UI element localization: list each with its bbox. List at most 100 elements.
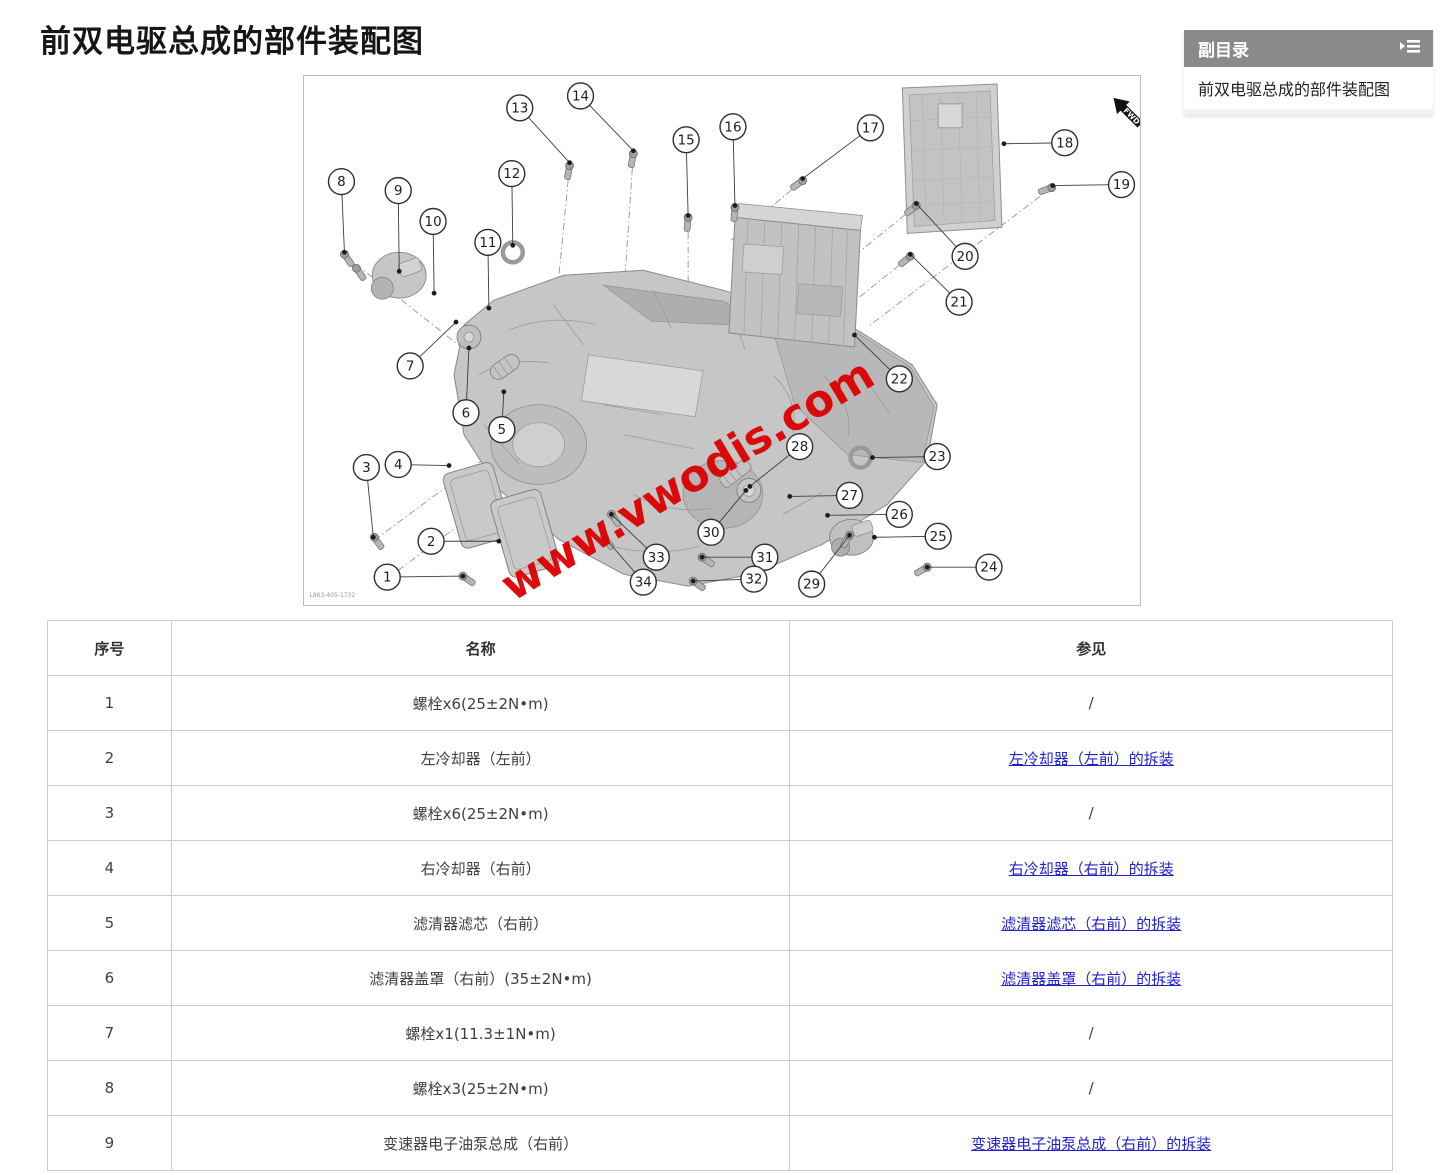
- cell-see: /: [789, 1060, 1393, 1116]
- cell-no: 5: [47, 895, 172, 951]
- callout-17: 17: [800, 114, 885, 182]
- svg-text:16: 16: [724, 120, 741, 135]
- svg-text:34: 34: [635, 576, 652, 591]
- svg-text:1: 1: [383, 571, 392, 586]
- callout-34: 34: [602, 534, 657, 596]
- callout-16: 16: [719, 113, 747, 208]
- callout-6: 6: [452, 345, 480, 427]
- svg-text:14: 14: [572, 90, 589, 105]
- cell-name: 右冷却器（右前）: [170, 840, 791, 896]
- svg-text:20: 20: [957, 250, 974, 265]
- cell-name: 螺栓x1(11.3±1N•m): [170, 1005, 791, 1061]
- callout-26: 26: [825, 500, 913, 528]
- callout-22: 22: [852, 332, 913, 393]
- filter-cartridge: [489, 353, 520, 380]
- svg-text:31: 31: [756, 551, 773, 566]
- callout-3: 3: [352, 453, 380, 540]
- callout-30: 30: [697, 488, 749, 546]
- see-also-link[interactable]: 滤清器滤芯（右前）的拆装: [1001, 914, 1182, 933]
- svg-text:15: 15: [678, 133, 695, 148]
- svg-text:26: 26: [891, 508, 908, 523]
- cell-see: /: [789, 785, 1393, 841]
- fwd-arrow-icon: FWD: [1113, 97, 1140, 128]
- see-also-link[interactable]: 左冷却器（左前）的拆装: [1008, 749, 1174, 768]
- callout-25: 25: [872, 522, 952, 550]
- cell-see: 变速器电子油泵总成（右前）的拆装: [789, 1115, 1393, 1171]
- sub-toc-panel: 副目录 前双电驱总成的部件装配图: [1184, 30, 1433, 115]
- callout-29: 29: [798, 532, 852, 598]
- callout-5: 5: [488, 389, 516, 444]
- callout-12: 12: [498, 159, 526, 248]
- callout-21: 21: [907, 251, 973, 316]
- cell-no: 1: [47, 675, 172, 731]
- svg-text:7: 7: [406, 359, 415, 374]
- svg-text:9: 9: [394, 184, 403, 199]
- cell-no: 4: [47, 840, 172, 896]
- callout-23: 23: [870, 442, 951, 471]
- cell-no: 3: [47, 785, 172, 841]
- callout-9: 9: [384, 176, 412, 274]
- svg-text:13: 13: [511, 101, 528, 116]
- sub-toc-header: 副目录: [1184, 30, 1433, 67]
- svg-text:4: 4: [394, 458, 403, 473]
- callout-14: 14: [566, 82, 636, 154]
- callout-11: 11: [474, 228, 502, 311]
- see-also-link[interactable]: 滤清器盖罩（右前）的拆装: [1001, 969, 1182, 988]
- indented-list-icon[interactable]: [1399, 37, 1421, 60]
- svg-text:8: 8: [337, 175, 346, 190]
- callout-20: 20: [913, 201, 979, 270]
- col-header-no: 序号: [47, 620, 172, 676]
- callout-13: 13: [506, 94, 572, 166]
- svg-text:30: 30: [702, 526, 719, 541]
- svg-text:10: 10: [425, 215, 442, 230]
- see-also-link[interactable]: 右冷却器（右前）的拆装: [1008, 859, 1174, 878]
- svg-text:3: 3: [362, 461, 371, 476]
- toc-item-assembly-diagram[interactable]: 前双电驱总成的部件装配图: [1184, 67, 1433, 115]
- callout-24: 24: [924, 553, 1003, 581]
- cell-see: /: [789, 1005, 1393, 1061]
- cell-see: /: [789, 675, 1393, 731]
- page-title: 前双电驱总成的部件装配图: [40, 24, 424, 60]
- cell-see: 滤清器盖罩（右前）的拆装: [789, 950, 1393, 1006]
- svg-text:18: 18: [1056, 136, 1073, 151]
- cell-name: 左冷却器（左前）: [170, 730, 791, 786]
- callout-15: 15: [672, 126, 700, 218]
- cell-see: 滤清器滤芯（右前）的拆装: [789, 895, 1393, 951]
- cell-no: 7: [47, 1005, 172, 1061]
- svg-text:22: 22: [891, 372, 908, 387]
- svg-text:17: 17: [862, 121, 879, 136]
- svg-text:21: 21: [951, 296, 968, 311]
- col-header-see: 参见: [789, 620, 1393, 676]
- callout-19: 19: [1050, 170, 1136, 199]
- svg-text:28: 28: [791, 440, 808, 455]
- svg-text:19: 19: [1113, 178, 1130, 193]
- callout-32: 32: [690, 565, 768, 593]
- svg-text:24: 24: [980, 561, 997, 576]
- svg-text:2: 2: [427, 535, 436, 550]
- svg-text:6: 6: [462, 406, 471, 421]
- svg-text:23: 23: [929, 450, 946, 465]
- cell-no: 2: [47, 730, 172, 786]
- callout-10: 10: [419, 207, 447, 296]
- callout-2: 2: [417, 527, 502, 555]
- filter-cover-center: [463, 331, 475, 343]
- drawing-code: L863-405-1732: [310, 592, 356, 599]
- see-also-link[interactable]: 变速器电子油泵总成（右前）的拆装: [971, 1134, 1212, 1153]
- svg-text:29: 29: [803, 578, 820, 593]
- callout-18: 18: [1001, 129, 1079, 157]
- callout-27: 27: [787, 481, 864, 510]
- callout-4: 4: [384, 450, 452, 479]
- svg-text:27: 27: [841, 489, 858, 504]
- callout-28: 28: [747, 432, 814, 489]
- cell-no: 6: [47, 950, 172, 1006]
- svg-text:5: 5: [498, 423, 507, 438]
